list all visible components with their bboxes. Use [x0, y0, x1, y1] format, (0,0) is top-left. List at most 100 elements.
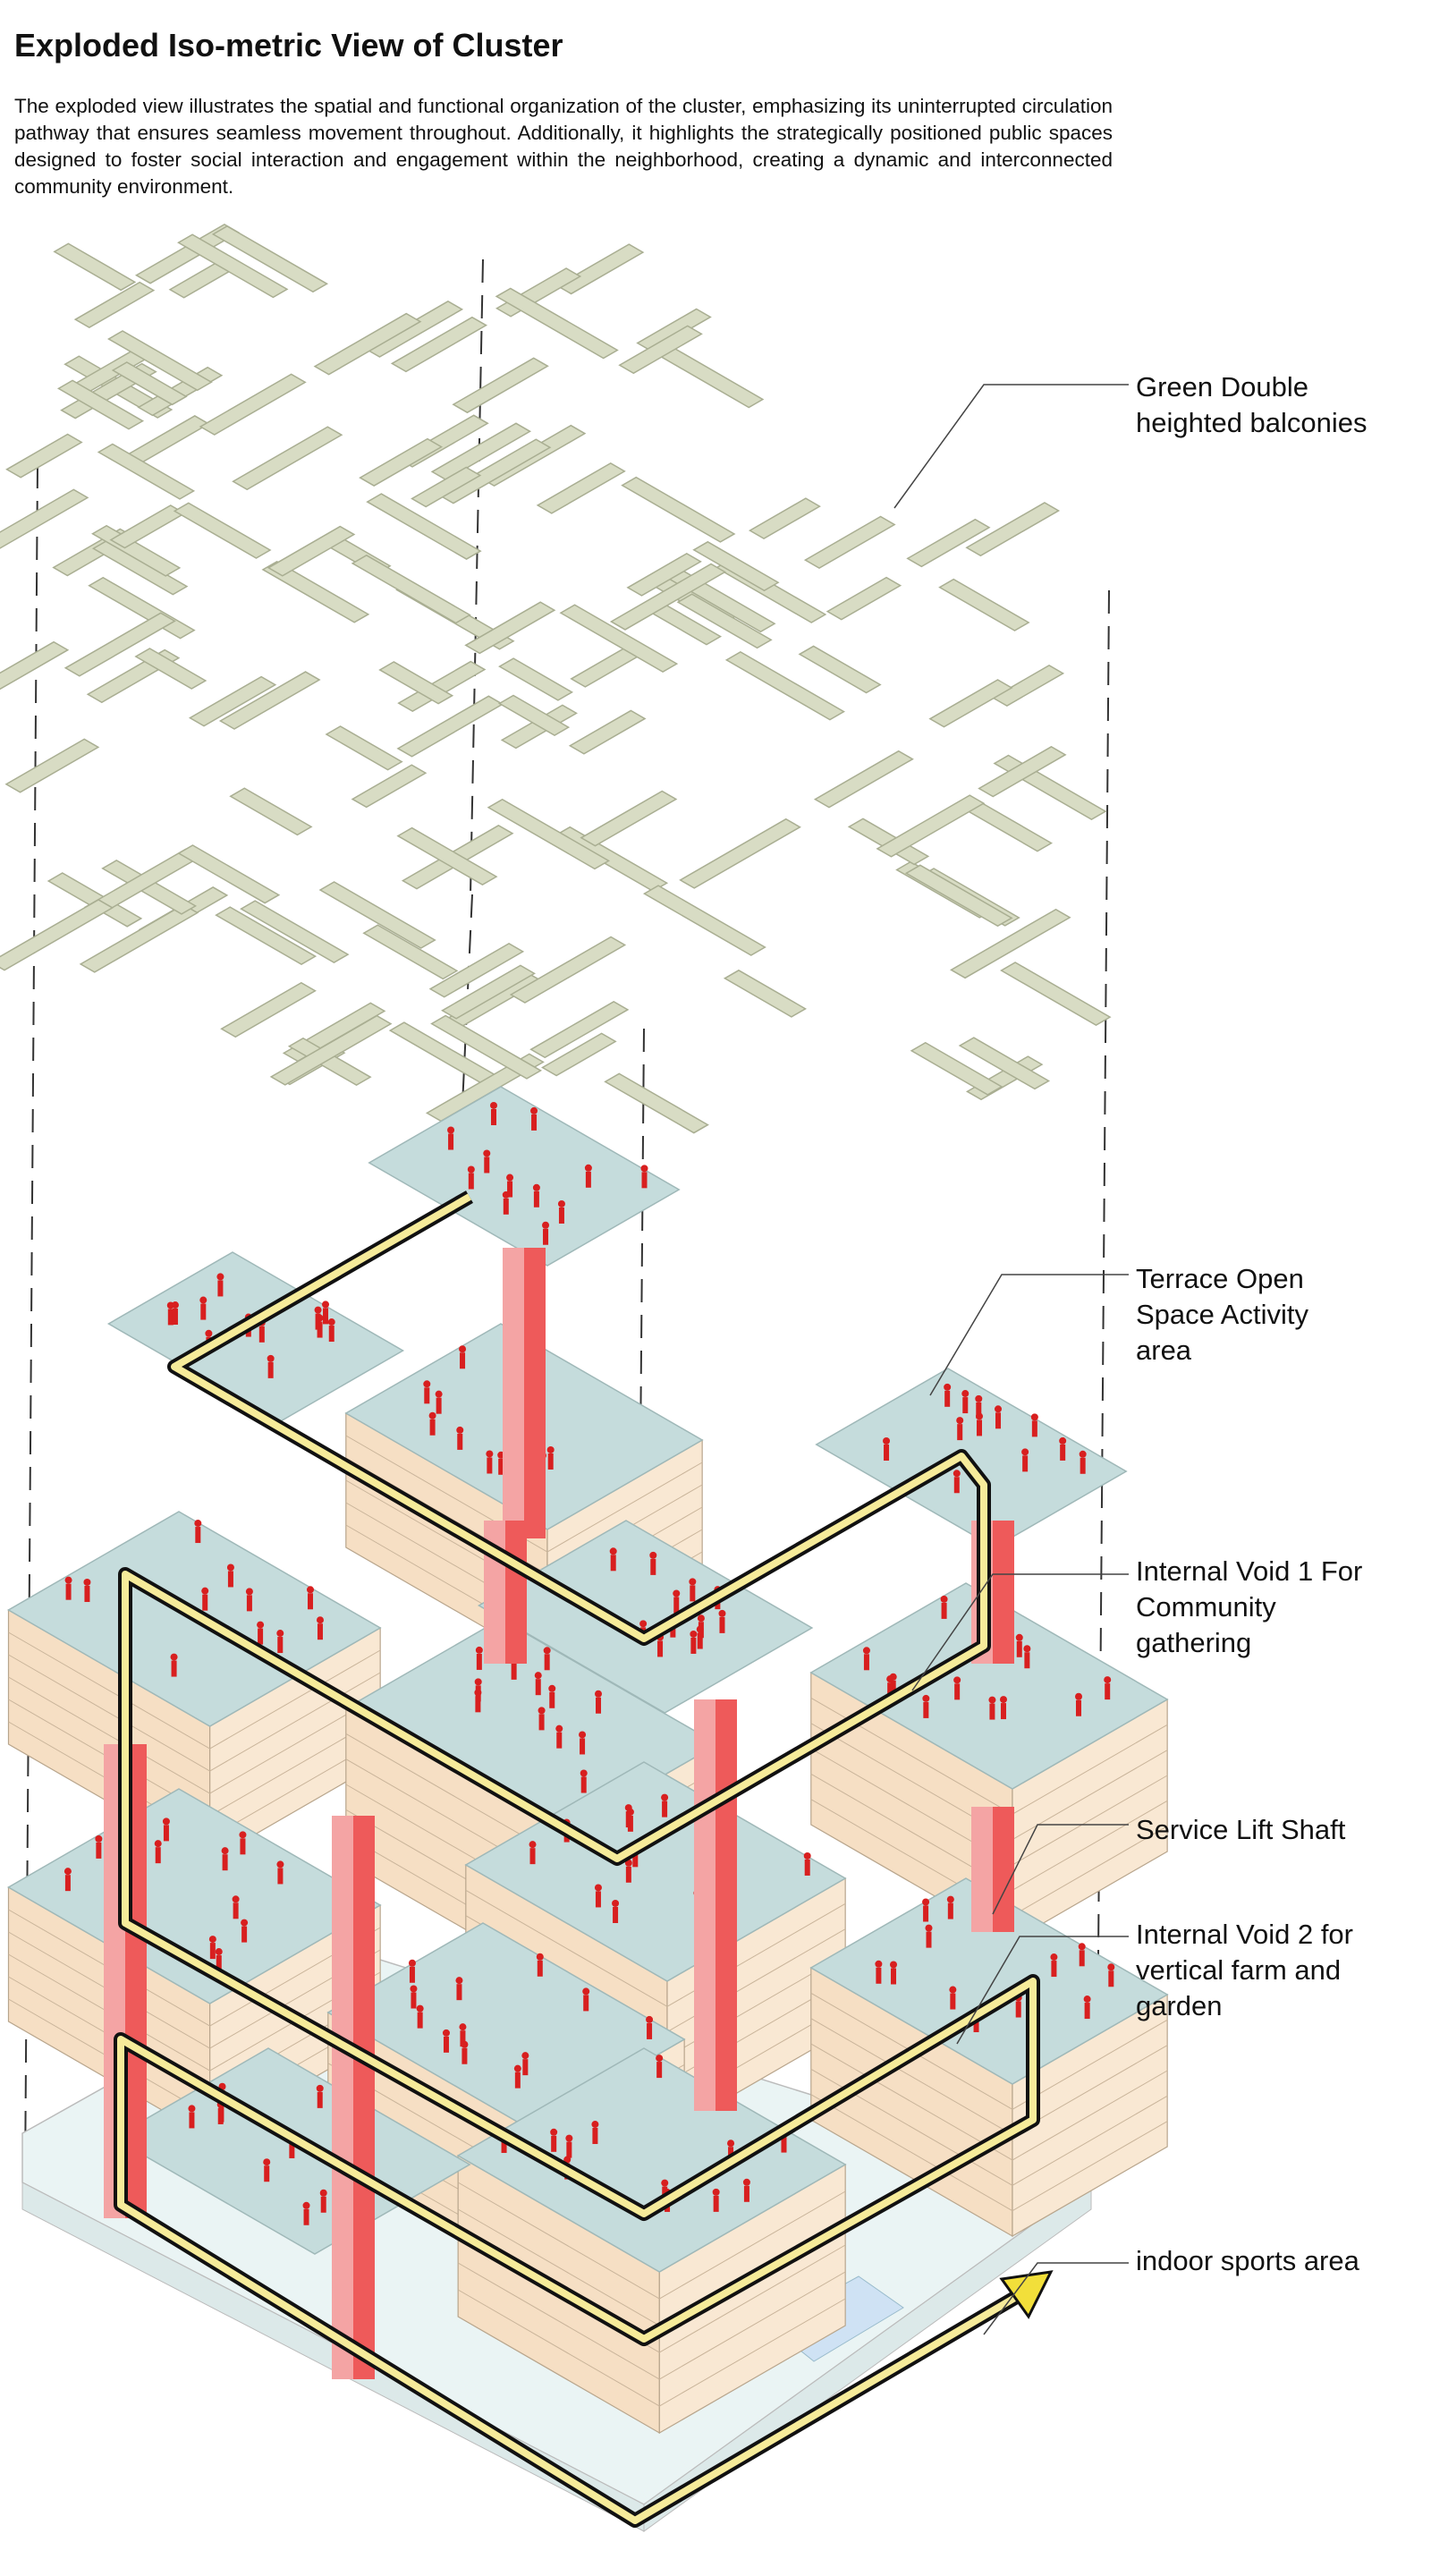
balcony-slab — [609, 563, 727, 631]
balcony-slab — [656, 345, 765, 409]
person-icon — [595, 1690, 603, 1698]
balcony-slab — [220, 981, 317, 1038]
floor-line — [457, 2182, 846, 2300]
person-icon — [501, 2136, 507, 2153]
balcony-slab — [464, 601, 556, 655]
label-internal-void-2: Internal Void 2 for vertical farm and ga… — [1136, 1919, 1353, 2021]
person-icon — [544, 1654, 550, 1671]
balcony-slab — [232, 426, 343, 491]
balcony-slab — [269, 1014, 393, 1086]
balcony-slab — [4, 738, 100, 793]
floor-line — [810, 1992, 1168, 2110]
person-icon — [563, 2156, 572, 2164]
balcony-slab — [803, 515, 896, 569]
leader-line — [911, 1573, 1129, 1691]
person-icon — [673, 1589, 681, 1597]
balcony-slab — [53, 242, 137, 292]
person-icon — [548, 1684, 556, 1692]
floor-line — [810, 2043, 1168, 2161]
label-internal-void-1: Internal Void 1 For Community gathering — [1136, 1555, 1363, 1658]
person-icon — [690, 1637, 697, 1654]
balcony-slab — [388, 1021, 499, 1086]
person-icon — [941, 1602, 947, 1619]
person-icon — [923, 1905, 929, 1922]
person-icon — [1021, 1448, 1029, 1456]
page-title: Exploded Iso-metric View of Cluster — [14, 27, 563, 64]
floor-line — [8, 1654, 381, 1772]
person-icon — [557, 1199, 565, 1208]
person-icon — [944, 1390, 951, 1407]
person-icon — [154, 1840, 162, 1848]
person-icon — [217, 2107, 224, 2124]
person-icon — [459, 1345, 467, 1353]
person-icon — [650, 1558, 656, 1575]
person-icon — [547, 1453, 554, 1470]
person-icon — [258, 1628, 264, 1645]
balcony-slab — [97, 443, 196, 500]
person-icon — [317, 1321, 323, 1338]
person-icon — [712, 2188, 720, 2196]
person-icon — [162, 1818, 170, 1826]
person-icon — [64, 1875, 71, 1892]
person-icon — [267, 1354, 275, 1362]
person-icon — [538, 1714, 545, 1731]
person-icon — [690, 1630, 698, 1638]
balcony-slab — [313, 312, 422, 376]
balcony-slab — [568, 709, 647, 755]
person-icon — [476, 1653, 482, 1670]
balcony-slab — [411, 466, 482, 508]
balcony-slab — [555, 243, 645, 295]
person-icon — [202, 1594, 208, 1611]
person-icon — [803, 1852, 811, 1860]
person-icon — [957, 1424, 963, 1441]
person-icon — [257, 1621, 265, 1629]
person-icon — [417, 2012, 423, 2029]
balcony-slab — [351, 554, 471, 624]
person-icon — [442, 2029, 450, 2037]
person-icon — [195, 1527, 201, 1544]
balcony-slab — [1000, 962, 1112, 1027]
person-icon — [535, 1679, 541, 1696]
leader-line — [992, 1824, 1129, 1915]
person-icon — [474, 1678, 482, 1686]
person-icon — [550, 2128, 558, 2136]
person-icon — [84, 1586, 90, 1603]
person-icon — [319, 2189, 327, 2197]
person-icon — [240, 1838, 246, 1855]
person-icon — [555, 1724, 563, 1733]
person-icon — [804, 1859, 810, 1876]
person-icon — [537, 1960, 543, 1977]
person-icon — [475, 1696, 481, 1713]
person-icon — [546, 1445, 555, 1453]
balcony-slab — [64, 612, 176, 677]
person-icon — [1016, 1640, 1022, 1657]
balcony-slab — [876, 794, 986, 858]
person-icon — [327, 1318, 335, 1326]
person-icon — [556, 1732, 563, 1749]
person-icon — [232, 1895, 240, 1903]
person-icon — [973, 2016, 979, 2033]
person-icon — [657, 1640, 664, 1657]
person-icon — [276, 1860, 284, 1868]
person-icon — [172, 1309, 178, 1326]
person-icon — [226, 1563, 234, 1572]
person-icon — [306, 1586, 314, 1594]
person-icon — [1030, 1413, 1038, 1421]
person-icon — [483, 1149, 491, 1157]
person-icon — [531, 1114, 538, 1131]
person-icon — [241, 1919, 249, 1927]
person-icon — [953, 1477, 960, 1494]
person-icon — [743, 2185, 749, 2202]
person-icon — [989, 1703, 995, 1720]
person-icon — [277, 1637, 284, 1654]
person-icon — [529, 1841, 537, 1849]
person-icon — [513, 2064, 521, 2072]
floor-line — [457, 2262, 846, 2380]
floor-line — [457, 2289, 846, 2407]
person-icon — [891, 1968, 897, 1985]
person-icon — [640, 1165, 648, 1173]
person-icon — [549, 1691, 555, 1708]
balcony-slab — [390, 316, 488, 373]
terrace-top-roof — [368, 1086, 681, 1267]
balcony-slab — [965, 502, 1061, 557]
